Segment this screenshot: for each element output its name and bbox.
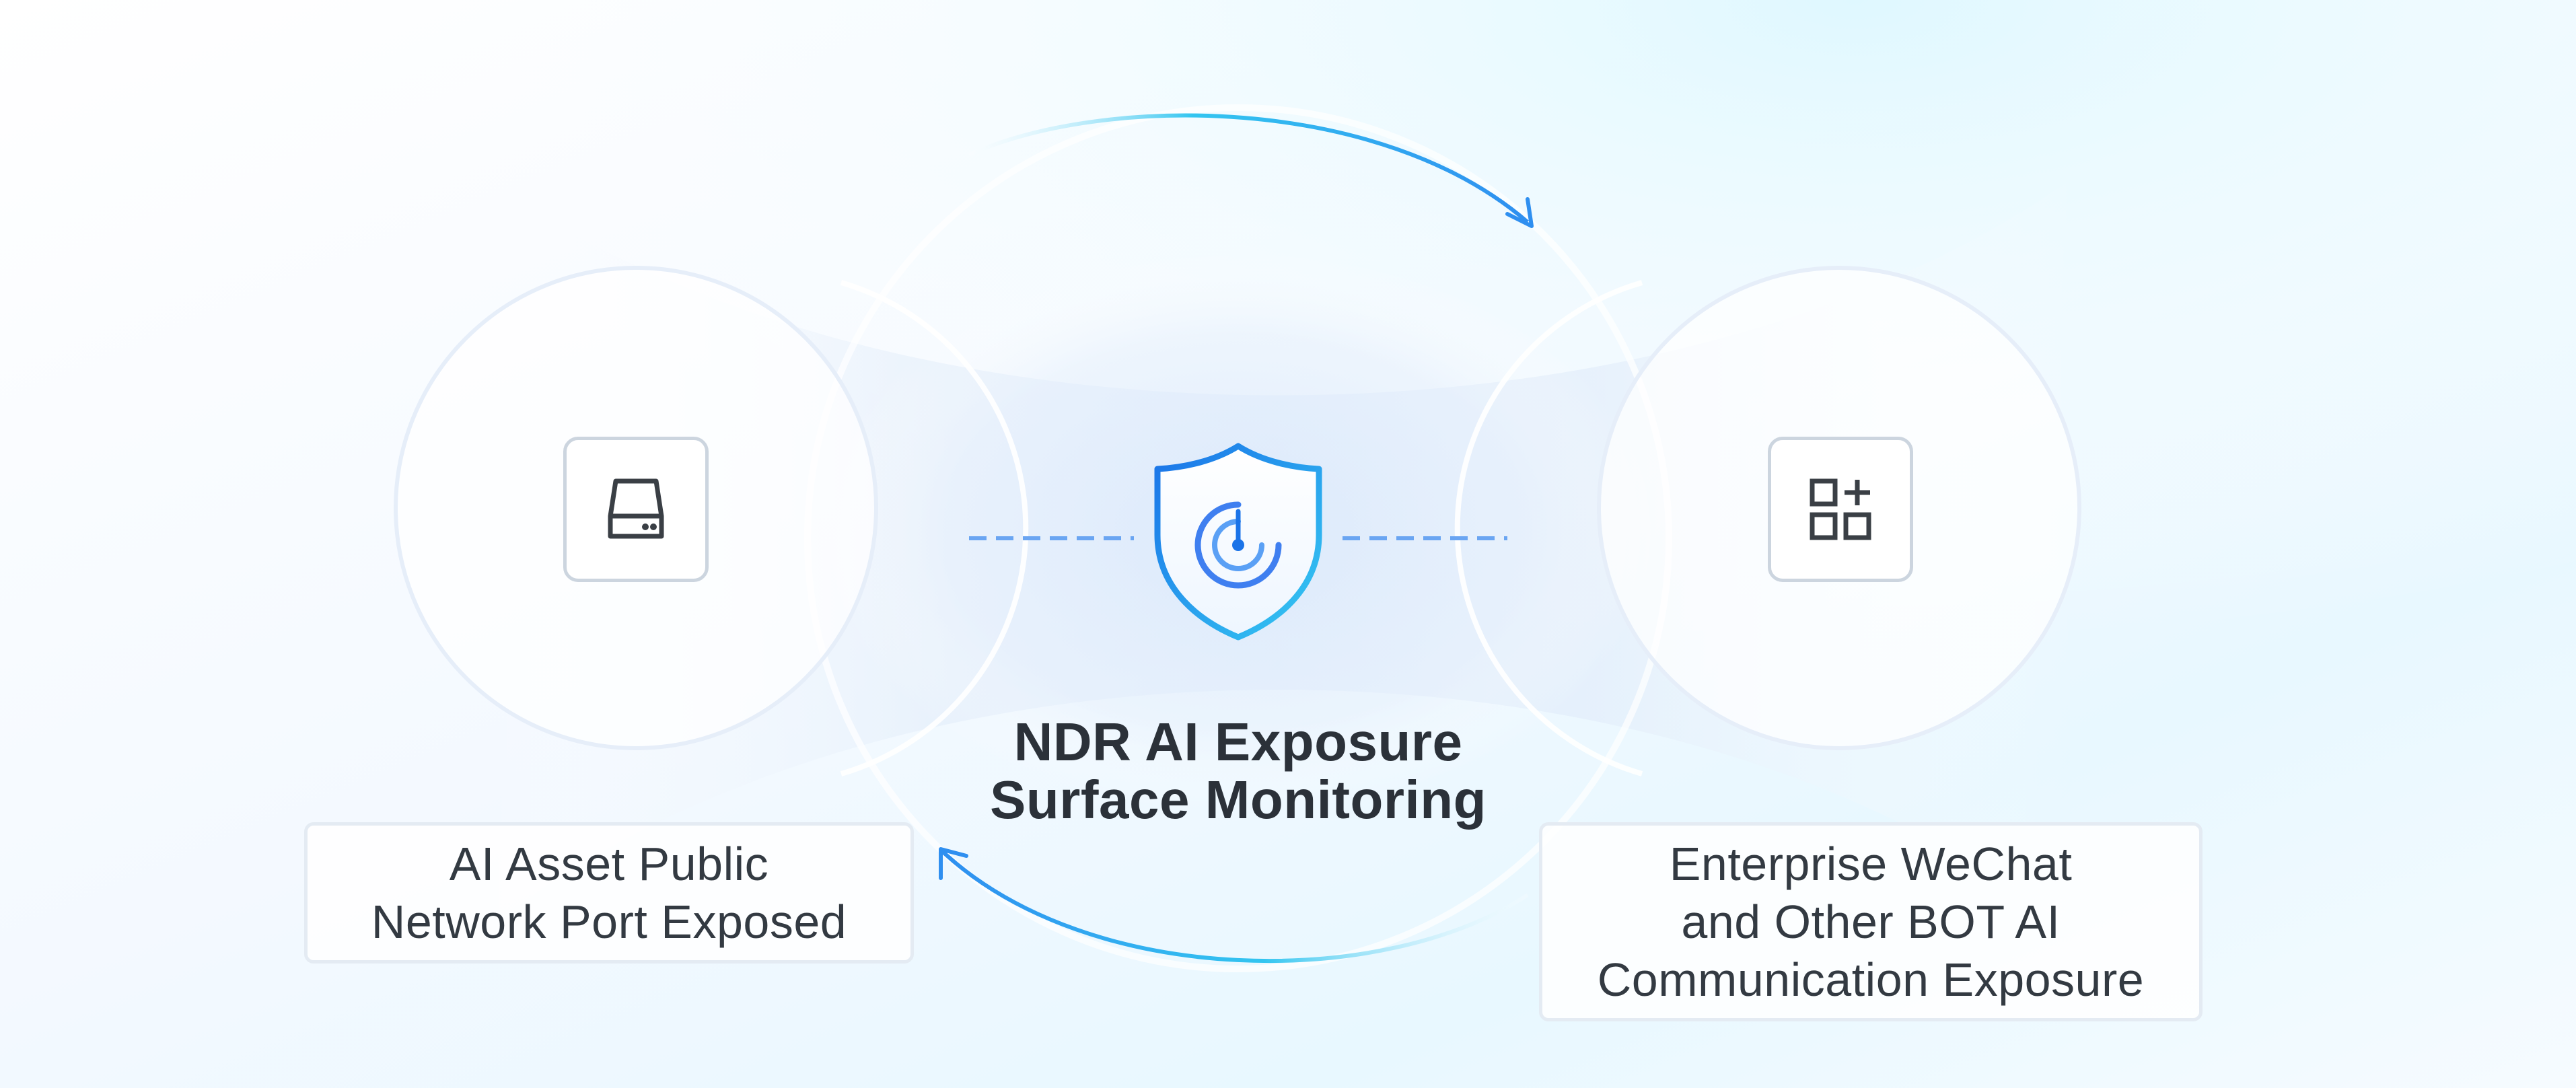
shield-radar-icon [1154, 443, 1322, 641]
right-label-line-2: and Other BOT AI [1681, 896, 2061, 948]
center-title-line-2: Surface Monitoring [990, 770, 1487, 830]
right-label-line-3: Communication Exposure [1597, 953, 2145, 1006]
center-title-line-1: NDR AI Exposure [1013, 712, 1463, 772]
right-node-label: Enterprise WeChat and Other BOT AI Commu… [1539, 822, 2203, 1021]
right-node-icon-box [1768, 437, 1913, 582]
center-title: NDR AI Exposure Surface Monitoring [929, 713, 1548, 829]
hard-drive-icon [608, 478, 664, 539]
left-label-line-1: AI Asset Public [449, 838, 769, 890]
left-node-icon-box [563, 437, 709, 582]
left-label-line-2: Network Port Exposed [371, 896, 847, 948]
apps-add-icon [1810, 478, 1871, 540]
right-label-line-1: Enterprise WeChat [1669, 838, 2073, 890]
left-node-label: AI Asset Public Network Port Exposed [304, 822, 914, 964]
